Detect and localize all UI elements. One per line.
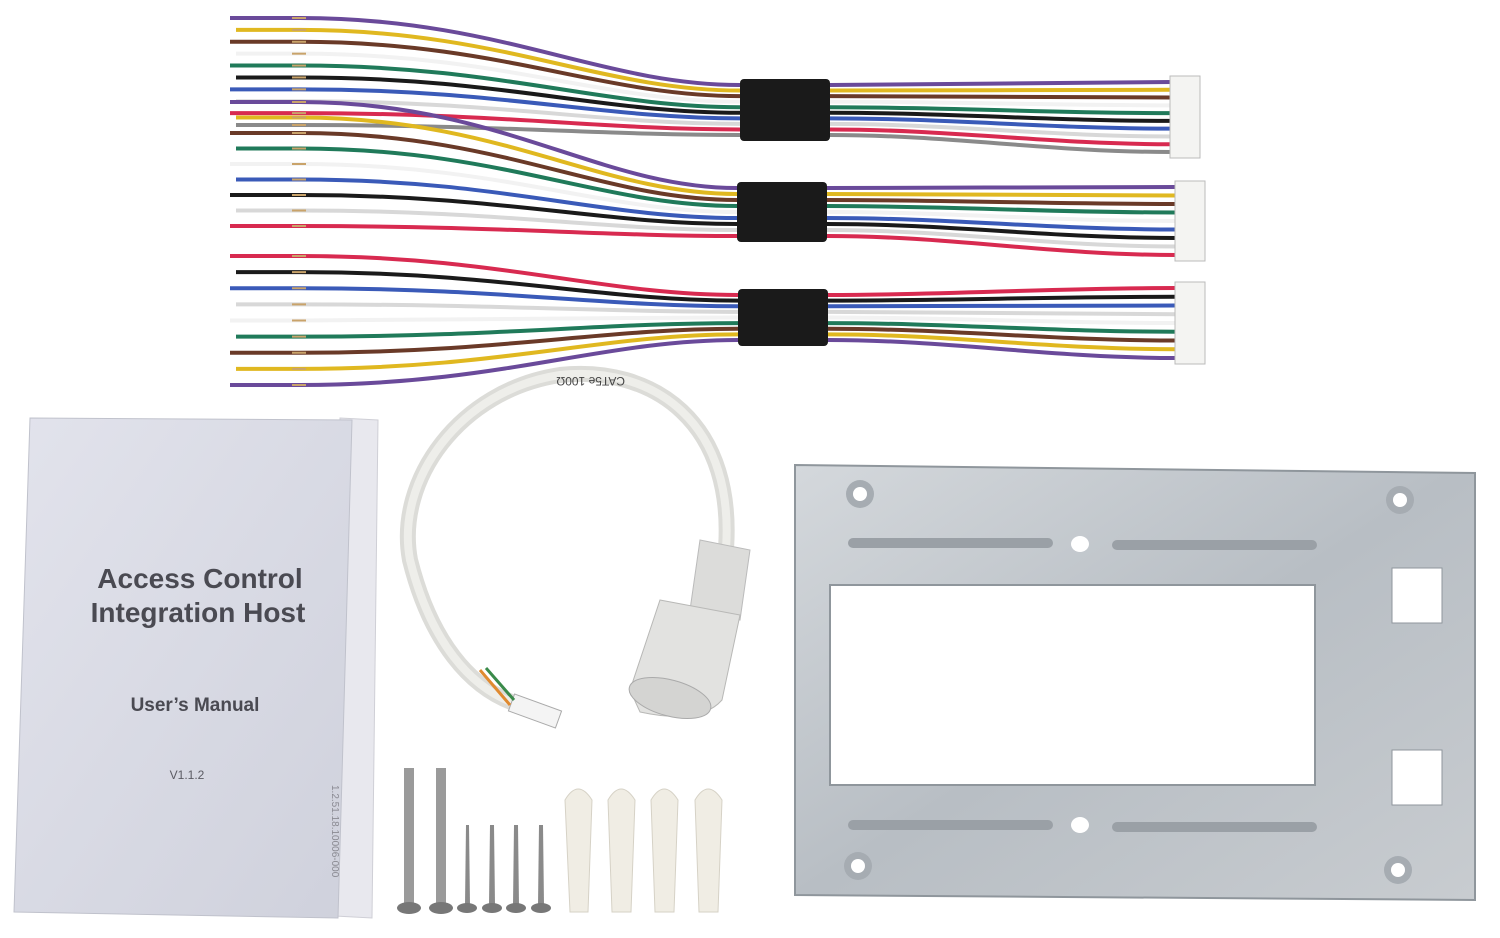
wire-connector bbox=[1169, 75, 1201, 159]
wire bbox=[236, 177, 1178, 232]
wire-connector bbox=[1174, 281, 1206, 365]
wire-connector bbox=[1174, 180, 1206, 262]
tape-wrap bbox=[737, 182, 827, 242]
mounting-bracket bbox=[794, 463, 1476, 902]
wire bbox=[230, 286, 1178, 309]
rj45-patch-cable: CAT5e 100Ω bbox=[399, 365, 751, 729]
screws bbox=[397, 768, 551, 914]
wire bbox=[236, 75, 1173, 123]
wire bbox=[230, 224, 1178, 257]
wire bbox=[230, 100, 1178, 190]
manual-title-line2: Integration Host bbox=[91, 597, 306, 628]
wire bbox=[236, 270, 1178, 303]
user-manual: Access Control Integration Host User’s M… bbox=[13, 417, 379, 919]
wire bbox=[230, 87, 1173, 131]
tape-wrap bbox=[740, 79, 830, 141]
wire bbox=[230, 326, 1178, 355]
wire bbox=[236, 51, 1173, 108]
wire bbox=[236, 27, 1173, 93]
wire bbox=[230, 16, 1173, 87]
wire bbox=[230, 193, 1178, 240]
manual-title-line1: Access Control bbox=[97, 563, 302, 594]
wire-harness bbox=[230, 100, 1206, 262]
manual-version: V1.1.2 bbox=[170, 768, 205, 782]
manual-part-code: 1.2.51.18.10006-000 bbox=[329, 785, 340, 878]
wall-anchors bbox=[564, 788, 723, 913]
wire bbox=[230, 254, 1178, 297]
wire bbox=[236, 99, 1173, 139]
manual-subtitle: User’s Manual bbox=[131, 695, 260, 716]
wire bbox=[230, 162, 1178, 223]
wire bbox=[236, 115, 1178, 198]
wire bbox=[230, 338, 1178, 387]
cable-marking: CAT5e 100Ω bbox=[556, 374, 625, 388]
wire bbox=[236, 123, 1173, 154]
wire-harness bbox=[230, 254, 1206, 387]
wire bbox=[230, 39, 1173, 100]
wire bbox=[230, 131, 1178, 206]
wire-harnesses bbox=[230, 16, 1206, 387]
tape-wrap bbox=[738, 289, 828, 346]
wire bbox=[236, 302, 1178, 317]
wire bbox=[236, 332, 1178, 371]
wire bbox=[236, 208, 1178, 249]
wire bbox=[236, 146, 1178, 215]
wire bbox=[230, 315, 1178, 325]
wire-harness bbox=[230, 16, 1201, 159]
wire bbox=[236, 321, 1178, 339]
wire bbox=[230, 63, 1173, 116]
